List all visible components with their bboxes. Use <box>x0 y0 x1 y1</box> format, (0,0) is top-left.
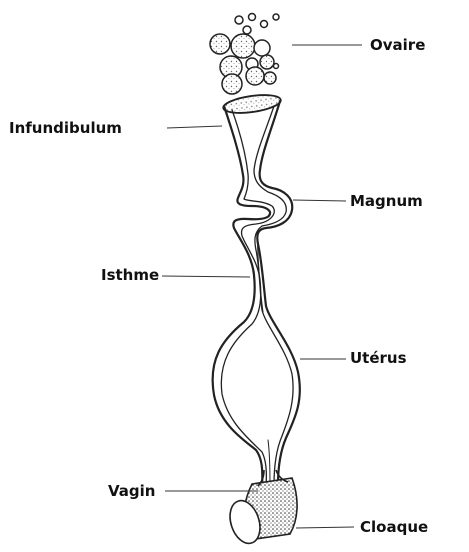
label-ovaire: Ovaire <box>370 38 425 53</box>
cloaca <box>225 470 297 547</box>
label-isthme: Isthme <box>101 268 159 283</box>
oviduct-tube <box>213 101 300 485</box>
leader-isthme <box>162 276 250 277</box>
ovary-cluster <box>210 14 279 95</box>
label-cloaque: Cloaque <box>360 520 428 535</box>
label-infundibulum: Infundibulum <box>9 121 122 136</box>
label-uterus: Utérus <box>350 351 407 366</box>
infundibulum-funnel <box>222 92 282 116</box>
label-vagin: Vagin <box>108 484 155 499</box>
label-magnum: Magnum <box>350 194 423 209</box>
leader-lines <box>162 45 362 528</box>
leader-magnum <box>293 200 346 201</box>
leader-infundibulum <box>167 126 222 128</box>
leader-cloaque <box>296 527 354 528</box>
